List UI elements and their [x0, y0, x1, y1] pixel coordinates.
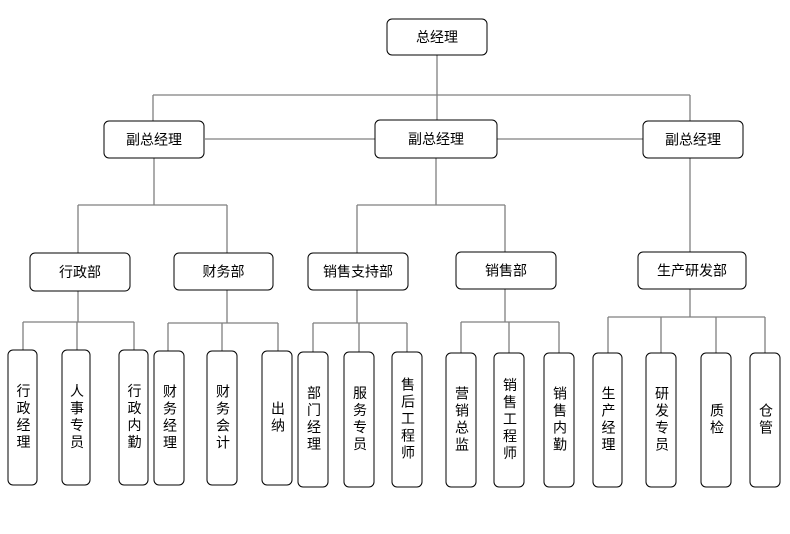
dept-box-5-label: 生产研发部	[657, 264, 727, 280]
role-box-5-3-label: 质检	[708, 403, 724, 437]
dept-box-5-frame	[637, 251, 747, 290]
role-box-4-1-label: 营销总监	[453, 386, 469, 454]
role-box-5-4-label: 仓管	[757, 403, 773, 437]
role-box-2-2-frame	[206, 350, 238, 486]
deputy-box-2-label: 副总经理	[408, 132, 464, 148]
role-box-4-1-frame	[445, 352, 477, 488]
dept-box-2: 财务部	[173, 252, 274, 291]
dept-box-4-label: 销售部	[485, 264, 527, 280]
role-box-5-2-label: 研发专员	[653, 386, 669, 454]
deputy-box-1-frame	[103, 120, 205, 159]
role-box-3-3-frame	[391, 351, 423, 488]
dept-box-3-frame	[307, 252, 409, 291]
deputy-box-1-label: 副总经理	[126, 133, 182, 149]
role-box-5-1: 生产经理	[592, 352, 623, 488]
dept-box-3-label: 销售支持部	[323, 265, 393, 281]
role-box-1-2: 人事专员	[61, 349, 91, 486]
role-box-3-2: 服务专员	[343, 351, 375, 488]
deputy-box-3-frame	[642, 120, 744, 159]
role-box-2-1: 财务经理	[153, 350, 185, 486]
role-box-1-1: 行政经理	[7, 349, 38, 486]
connector-lines	[22, 55, 766, 353]
dept-box-1: 行政部	[29, 252, 131, 292]
role-box-5-4: 仓管	[749, 352, 781, 488]
dept-box-2-label: 财务部	[203, 265, 245, 281]
deputy-box-2-frame	[374, 119, 498, 159]
role-box-3-3-label: 售后工程师	[399, 377, 415, 462]
dept-box-4-frame	[455, 251, 557, 290]
deputy-box-2: 副总经理	[374, 119, 498, 159]
role-box-3-1: 部门经理	[297, 351, 329, 488]
gm-box-frame	[386, 18, 488, 56]
role-box-3-2-label: 服务专员	[351, 386, 367, 454]
role-box-3-1-label: 部门经理	[305, 386, 321, 454]
role-box-2-3-frame	[261, 350, 293, 486]
role-box-5-3-frame	[700, 352, 732, 488]
role-box-4-2: 销售工程师	[493, 352, 525, 488]
role-box-5-1-frame	[592, 352, 623, 488]
gm-box-label: 总经理	[416, 30, 458, 46]
role-box-5-4-frame	[749, 352, 781, 488]
role-box-2-2-label: 财务会计	[214, 384, 230, 452]
role-box-4-3-label: 销售内勤	[551, 386, 567, 454]
role-box-4-3: 销售内勤	[543, 352, 575, 488]
role-box-1-3: 行政内勤	[118, 349, 149, 486]
role-box-5-1-label: 生产经理	[600, 386, 616, 454]
dept-box-2-frame	[173, 252, 274, 291]
role-box-1-2-frame	[61, 349, 91, 486]
role-box-1-1-frame	[7, 349, 38, 486]
role-box-1-1-label: 行政经理	[15, 384, 31, 452]
dept-box-3: 销售支持部	[307, 252, 409, 291]
role-box-3-1-frame	[297, 351, 329, 488]
role-box-2-1-frame	[153, 350, 185, 486]
role-box-4-2-label: 销售工程师	[501, 378, 517, 463]
role-box-4-3-frame	[543, 352, 575, 488]
role-box-3-2-frame	[343, 351, 375, 488]
role-box-5-2-frame	[645, 352, 677, 488]
deputy-box-3: 副总经理	[642, 120, 744, 159]
gm-box: 总经理	[386, 18, 488, 56]
dept-box-1-frame	[29, 252, 131, 292]
dept-box-4: 销售部	[455, 251, 557, 290]
role-box-2-3-label: 出纳	[269, 401, 285, 435]
role-box-2-3: 出纳	[261, 350, 293, 486]
role-box-2-1-label: 财务经理	[161, 384, 177, 452]
role-box-1-3-frame	[118, 349, 149, 486]
role-box-1-2-label: 人事专员	[68, 384, 84, 452]
dept-box-1-label: 行政部	[59, 265, 101, 281]
role-box-4-1: 营销总监	[445, 352, 477, 488]
deputy-box-1: 副总经理	[103, 120, 205, 159]
deputy-box-3-label: 副总经理	[665, 133, 721, 149]
role-box-5-2: 研发专员	[645, 352, 677, 488]
role-box-1-3-label: 行政内勤	[126, 384, 142, 452]
role-box-2-2: 财务会计	[206, 350, 238, 486]
role-box-4-2-frame	[493, 352, 525, 488]
role-box-5-3: 质检	[700, 352, 732, 488]
dept-box-5: 生产研发部	[637, 251, 747, 290]
role-box-3-3: 售后工程师	[391, 351, 423, 488]
